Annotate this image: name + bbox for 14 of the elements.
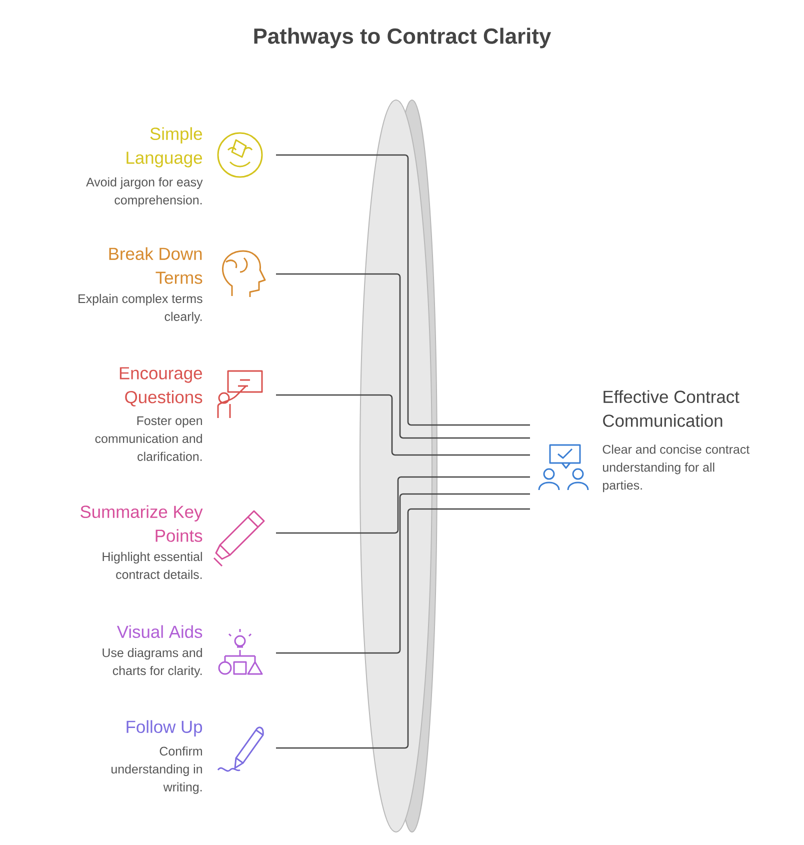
connector-line	[276, 508, 530, 749]
step-label: Follow Up Confirm understanding in writing.	[112, 720, 202, 794]
step-label: Break Down Terms Explain complex terms clearly.	[78, 247, 202, 324]
step-label: Summarize Key Points Highlight essential contract details.	[80, 505, 203, 579]
connector-line	[276, 476, 530, 534]
connector-line	[276, 493, 530, 654]
step-label: Simple Language Avoid jargon for easy comprehension.	[86, 127, 203, 207]
outcome-label: Effective Contract Communication Clear and concise contract understanding for all parties.	[602, 390, 750, 492]
step-label: Visual Aids Use diagrams and charts for clarity.	[102, 625, 202, 678]
connector-line	[276, 154, 530, 426]
connector-line	[276, 394, 530, 456]
connector-line	[276, 273, 530, 439]
step-label: Encourage Questions Foster open communication and clarification.	[95, 367, 202, 461]
title: Pathways to Contract Clarity	[254, 28, 552, 48]
